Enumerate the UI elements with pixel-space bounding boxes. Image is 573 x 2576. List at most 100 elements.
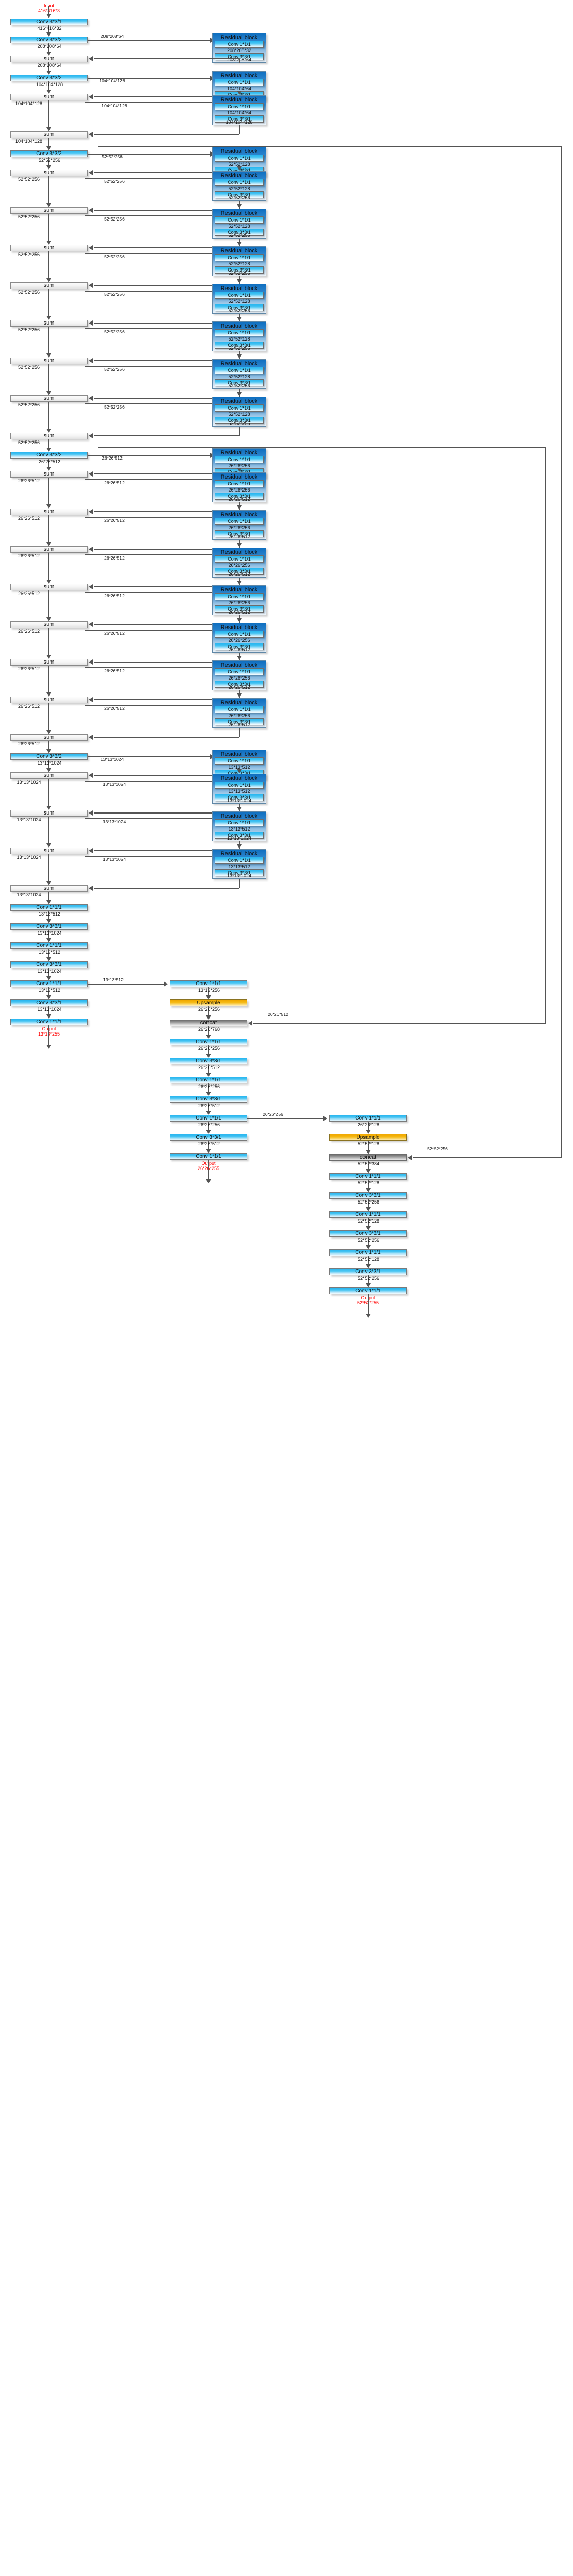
conv-head-26[interactable]: Conv 1*1/1 — [170, 1115, 247, 1122]
residual-conv-3x3[interactable]: Conv 3*3/1 — [215, 869, 264, 876]
residual-conv-3x3[interactable]: Conv 3*3/1 — [215, 229, 264, 236]
conv-head-13[interactable]: Conv 3*3/1 — [10, 999, 88, 1006]
residual-conv-3x3[interactable]: Conv 3*3/1 — [215, 379, 264, 386]
residual-conv-1x1[interactable]: Conv 1*1/1 — [215, 216, 264, 224]
residual-conv-1x1[interactable]: Conv 1*1/1 — [215, 857, 264, 864]
sum-block[interactable]: sum — [10, 170, 88, 176]
residual-conv-3x3[interactable]: Conv 3*3/1 — [215, 832, 264, 839]
conv-head-26[interactable]: Conv 1*1/1 — [170, 1039, 247, 1045]
conv-head-52[interactable]: Conv 1*1/1 — [329, 1249, 407, 1256]
residual-conv-3x3[interactable]: Conv 3*3/1 — [215, 115, 264, 123]
conv-head-26[interactable]: Conv 1*1/1 — [170, 1077, 247, 1083]
conv-stem-1[interactable]: Conv 3*3/2 — [10, 37, 88, 43]
conv-head-13[interactable]: Conv 1*1/1 — [10, 904, 88, 911]
residual-conv-1x1[interactable]: Conv 1*1/1 — [215, 593, 264, 600]
conv-head-52[interactable]: Conv 3*3/1 — [329, 1192, 407, 1199]
conv-downsample[interactable]: Conv 3*3/2 — [10, 150, 88, 157]
residual-conv-3x3[interactable]: Conv 3*3/1 — [215, 342, 264, 349]
residual-conv-1x1[interactable]: Conv 1*1/1 — [215, 154, 264, 162]
concat-26[interactable]: concat — [170, 1020, 247, 1026]
conv-stem-0[interactable]: Conv 3*3/1 — [10, 19, 88, 25]
residual-conv-1x1[interactable]: Conv 1*1/1 — [215, 329, 264, 336]
residual-conv-1x1[interactable]: Conv 1*1/1 — [215, 782, 264, 789]
conv-lateral-26[interactable]: Conv 1*1/1 — [170, 980, 247, 987]
residual-conv-1x1[interactable]: Conv 1*1/1 — [215, 819, 264, 826]
sum-block[interactable]: sum — [10, 772, 88, 779]
residual-conv-3x3[interactable]: Conv 3*3/1 — [215, 568, 264, 575]
residual-conv-3x3[interactable]: Conv 3*3/1 — [215, 681, 264, 688]
residual-conv-1x1[interactable]: Conv 1*1/1 — [215, 757, 264, 765]
sum-block[interactable]: sum — [10, 621, 88, 628]
upsample-52[interactable]: Upsample — [329, 1134, 407, 1141]
residual-conv-1x1[interactable]: Conv 1*1/1 — [215, 455, 264, 463]
conv-head-52[interactable]: Conv 1*1/1 — [329, 1173, 407, 1180]
conv-head-26[interactable]: Conv 1*1/1 — [170, 1153, 247, 1160]
residual-conv-1x1[interactable]: Conv 1*1/1 — [215, 292, 264, 299]
conv-head-26[interactable]: Conv 3*3/1 — [170, 1096, 247, 1103]
residual-conv-1x1[interactable]: Conv 1*1/1 — [215, 103, 264, 110]
conv-head-52[interactable]: Conv 3*3/1 — [329, 1230, 407, 1237]
sum-block[interactable]: sum — [10, 848, 88, 854]
residual-conv-1x1[interactable]: Conv 1*1/1 — [215, 480, 264, 487]
conv-downsample[interactable]: Conv 3*3/2 — [10, 75, 88, 81]
residual-conv-1x1[interactable]: Conv 1*1/1 — [215, 179, 264, 186]
residual-conv-1x1[interactable]: Conv 1*1/1 — [215, 631, 264, 638]
sum-block[interactable]: sum — [10, 282, 88, 289]
residual-conv-1x1[interactable]: Conv 1*1/1 — [215, 706, 264, 713]
sum-block[interactable]: sum — [10, 810, 88, 817]
residual-conv-1x1[interactable]: Conv 1*1/1 — [215, 78, 264, 86]
upsample-26[interactable]: Upsample — [170, 999, 247, 1006]
residual-conv-3x3[interactable]: Conv 3*3/1 — [215, 304, 264, 311]
sum-block[interactable]: sum — [10, 509, 88, 515]
sum-block[interactable]: sum — [10, 471, 88, 478]
sum-block[interactable]: sum — [10, 207, 88, 214]
residual-conv-3x3[interactable]: Conv 3*3/1 — [215, 191, 264, 198]
sum-block[interactable]: sum — [10, 546, 88, 553]
residual-conv-1x1[interactable]: Conv 1*1/1 — [215, 367, 264, 374]
sum-block[interactable]: sum — [10, 245, 88, 251]
residual-conv-1x1[interactable]: Conv 1*1/1 — [215, 40, 264, 48]
sum-block[interactable]: sum — [10, 697, 88, 703]
sum-block[interactable]: sum — [10, 659, 88, 666]
residual-conv-3x3[interactable]: Conv 3*3/1 — [215, 266, 264, 274]
residual-conv-3x3[interactable]: Conv 3*3/1 — [215, 493, 264, 500]
conv-head-13[interactable]: Conv 1*1/1 — [10, 1019, 88, 1025]
conv-head-13[interactable]: Conv 1*1/1 — [10, 942, 88, 949]
residual-conv-1x1[interactable]: Conv 1*1/1 — [215, 555, 264, 563]
sum-block[interactable]: sum — [10, 94, 88, 100]
sum-block[interactable]: sum — [10, 885, 88, 892]
residual-conv-3x3[interactable]: Conv 3*3/1 — [215, 530, 264, 537]
sum-block[interactable]: sum — [10, 734, 88, 741]
sum-block[interactable]: sum — [10, 56, 88, 62]
conv-head-26[interactable]: Conv 3*3/1 — [170, 1134, 247, 1141]
residual-conv-1x1[interactable]: Conv 1*1/1 — [215, 518, 264, 525]
residual-conv-1x1[interactable]: Conv 1*1/1 — [215, 254, 264, 261]
conv-head-13[interactable]: Conv 3*3/1 — [10, 923, 88, 930]
conv-head-52[interactable]: Conv 1*1/1 — [329, 1287, 407, 1294]
conv-head-13[interactable]: Conv 3*3/1 — [10, 961, 88, 968]
residual-conv-1x1[interactable]: Conv 1*1/1 — [215, 668, 264, 675]
conv-head-26[interactable]: Conv 3*3/1 — [170, 1058, 247, 1064]
residual-conv-1x1[interactable]: Conv 1*1/1 — [215, 404, 264, 412]
conv-downsample[interactable]: Conv 3*3/2 — [10, 753, 88, 760]
residual-conv-3x3[interactable]: Conv 3*3/1 — [215, 605, 264, 613]
conv-downsample[interactable]: Conv 3*3/2 — [10, 452, 88, 459]
residual-conv-3x3[interactable]: Conv 3*3/1 — [215, 718, 264, 725]
concat-52[interactable]: concat — [329, 1154, 407, 1161]
